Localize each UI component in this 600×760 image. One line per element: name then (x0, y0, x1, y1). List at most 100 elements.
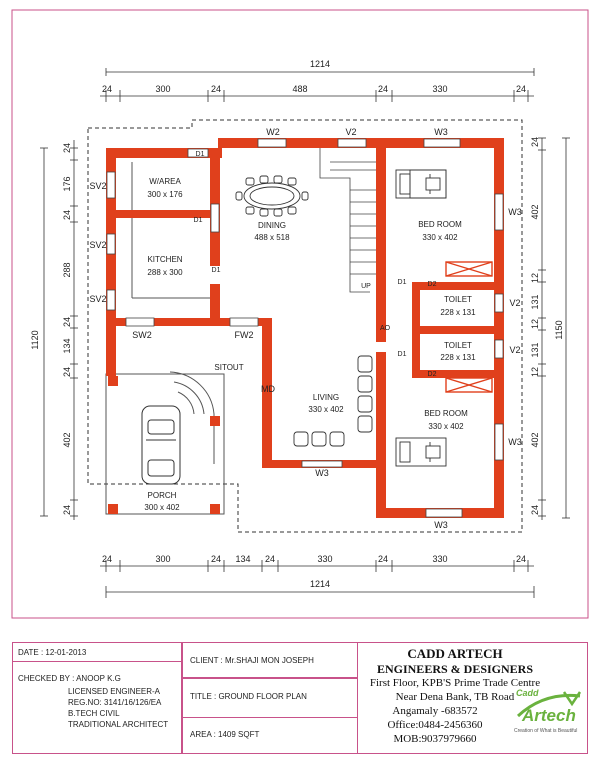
door-label-d2-bottom: D2 (428, 371, 437, 378)
title-block-client-row (182, 642, 358, 678)
bottom-dim-4: 134 (235, 554, 250, 564)
top-dim-6: 330 (432, 84, 447, 94)
left-dim-9: 24 (62, 505, 72, 515)
bed-bottom (395, 437, 447, 467)
window-label-w3-right-top: W3 (508, 207, 522, 217)
window-label-w3-right-bottom: W3 (508, 437, 522, 447)
right-dim-7: 12 (530, 367, 540, 377)
toilet-bottom-name: TOILET (444, 341, 472, 350)
left-dimensions: 1120 24 176 24 288 24 134 24 402 24 (30, 140, 78, 520)
workarea-name: W/AREA (149, 177, 181, 186)
engineer-line-3: B.TECH CIVIL (68, 709, 120, 718)
title-block-date-row (12, 642, 182, 662)
floor-plan: 1214 24 300 24 488 24 330 24 24 300 24 1… (11, 9, 589, 619)
window-label-v2-right-2: V2 (509, 345, 520, 355)
top-dim-2: 300 (155, 84, 170, 94)
title-block-title-row (182, 678, 358, 718)
address-line-4: Office:0484-2456360 (387, 719, 483, 731)
living-furniture (293, 355, 373, 447)
top-total-dim: 1214 (310, 59, 330, 69)
left-dim-5: 24 (62, 317, 72, 327)
window-label-w2-top: W2 (266, 127, 280, 137)
top-dimensions: 1214 24 300 24 488 24 330 24 (100, 59, 535, 102)
engineer-line-1: LICENSED ENGINEER-A (68, 687, 161, 696)
right-dim-6: 131 (530, 342, 540, 357)
top-dim-3: 24 (211, 84, 221, 94)
door-label-d1-workarea: D1 (196, 151, 205, 158)
bedroom-top-name: BED ROOM (418, 220, 462, 229)
address-line-1: First Floor, KPB'S Prime Trade Centre (369, 677, 541, 689)
right-total-dim: 1150 (554, 320, 564, 339)
porch-name: PORCH (148, 491, 177, 500)
top-dim-1: 24 (102, 84, 112, 94)
dining-size: 488 x 518 (254, 233, 290, 242)
right-dim-5: 12 (530, 319, 540, 329)
door-label-d1-bed-top: D1 (398, 279, 407, 286)
bottom-dim-3: 24 (211, 554, 221, 564)
arch-label-ao: AO (380, 325, 391, 332)
top-dim-4: 488 (292, 84, 307, 94)
sitout-name: SITOUT (214, 363, 243, 372)
left-dim-6: 134 (62, 338, 72, 353)
drawing-title-text: TITLE : GROUND FLOOR PLAN (190, 692, 307, 701)
windows (106, 138, 504, 518)
left-dim-3: 24 (62, 210, 72, 220)
door-label-d1-kitchen-2: D1 (212, 267, 221, 274)
right-dim-4: 131 (530, 294, 540, 309)
bottom-total-dim: 1214 (310, 579, 330, 589)
top-dim-7: 24 (516, 84, 526, 94)
toilet-bottom-size: 228 x 131 (440, 353, 476, 362)
left-dim-2: 176 (62, 176, 72, 191)
address-line-3: Angamaly -683572 (392, 705, 478, 717)
company-logo: Cadd Artech Creation of What is Beautifu… (514, 686, 586, 740)
bedroom-bottom-size: 330 x 402 (428, 422, 464, 431)
right-dim-8: 402 (530, 432, 540, 447)
window-label-sv2-1: SV2 (89, 181, 106, 191)
left-dim-4: 288 (62, 262, 72, 277)
address-line-5: MOB:9037979660 (393, 733, 477, 745)
bottom-dim-8: 330 (432, 554, 447, 564)
sheet-frame (11, 9, 589, 619)
bottom-dimensions: 24 300 24 134 24 330 24 330 24 1214 (100, 554, 535, 598)
top-dim-5: 24 (378, 84, 388, 94)
door-label-d1-kitchen-1: D1 (194, 217, 203, 224)
staircase (319, 148, 376, 293)
address-line-2: Near Dena Bank, TB Road (395, 691, 515, 703)
right-dim-1: 24 (530, 137, 540, 147)
bottom-dim-7: 24 (378, 554, 388, 564)
dining-table (235, 175, 309, 217)
bedroom-top-size: 330 x 402 (422, 233, 458, 242)
window-label-w3-bottom: W3 (434, 520, 448, 530)
bottom-dim-1: 24 (102, 554, 112, 564)
toilet-top-size: 228 x 131 (440, 308, 476, 317)
toilet-top-name: TOILET (444, 295, 472, 304)
door-label-md: MD (261, 384, 275, 394)
engineer-line-2: REG.NO: 3141/16/126/EA (68, 698, 162, 707)
engineer-line-4: TRADITIONAL ARCHITECT (68, 720, 169, 729)
kitchen-size: 288 x 300 (147, 268, 183, 277)
logo-cadd: Cadd (516, 688, 539, 698)
car-icon (141, 405, 181, 485)
opening-labels: W2 V2 W3 SV2 SV2 SV2 SW2 FW2 W3 V2 V2 W3… (89, 127, 521, 530)
right-dim-3: 12 (530, 273, 540, 283)
window-label-sv2-2: SV2 (89, 240, 106, 250)
dining-name: DINING (258, 221, 286, 230)
right-dimensions: 24 402 12 131 12 131 12 402 24 1150 (530, 137, 570, 520)
checked-by-text: CHECKED BY : ANOOP K.G (18, 674, 121, 683)
logo-artech: Artech (522, 706, 576, 725)
bed-top (395, 169, 447, 199)
right-dim-9: 24 (530, 505, 540, 515)
bottom-dim-2: 300 (155, 554, 170, 564)
workarea-size: 300 x 176 (147, 190, 183, 199)
window-label-w3-top: W3 (434, 127, 448, 137)
date-text: DATE : 12-01-2013 (18, 648, 87, 657)
wardrobes (445, 261, 493, 393)
living-name: LIVING (313, 393, 339, 402)
client-text: CLIENT : Mr.SHAJI MON JOSEPH (190, 656, 314, 665)
firm-name: CADD ARTECH (407, 646, 503, 661)
window-label-sw2: SW2 (132, 330, 152, 340)
plinth-outline (87, 119, 523, 533)
thin-walls (105, 162, 225, 515)
right-dim-2: 402 (530, 204, 540, 219)
logo-swoosh-icon (516, 691, 582, 718)
